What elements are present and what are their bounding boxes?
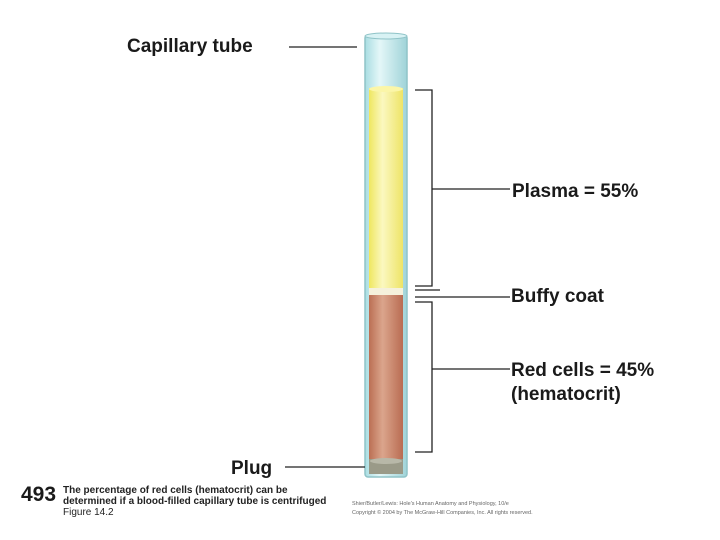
credit-line-1: Shier/Butler/Lewis: Hole's Human Anatomy… <box>352 500 592 509</box>
buffy-coat-layer <box>369 288 403 295</box>
hematocrit-label: (hematocrit) <box>511 384 621 406</box>
plasma-bracket <box>415 90 432 286</box>
plug-top <box>370 458 402 464</box>
figure-number: 493 <box>21 483 56 507</box>
tube-opening <box>365 33 407 39</box>
caption-line-1: The percentage of red cells (hematocrit)… <box>63 485 343 496</box>
red-cells-column <box>369 295 403 459</box>
capillary-tube-label: Capillary tube <box>127 36 253 58</box>
figure-caption: The percentage of red cells (hematocrit)… <box>63 485 343 518</box>
copyright-credit: Shier/Butler/Lewis: Hole's Human Anatomy… <box>352 500 592 518</box>
figure-label: Figure 14.2 <box>63 507 343 518</box>
plasma-column <box>369 88 403 288</box>
plasma-meniscus <box>369 86 403 92</box>
caption-line-2: determined if a blood-filled capillary t… <box>63 496 343 507</box>
plug-label: Plug <box>231 458 272 480</box>
buffy-coat-label: Buffy coat <box>511 286 604 308</box>
credit-line-2: Copyright © 2004 by The McGraw-Hill Comp… <box>352 509 592 518</box>
red-cells-label: Red cells = 45% <box>511 360 654 382</box>
plasma-label: Plasma = 55% <box>512 181 638 203</box>
red-cells-bracket <box>415 302 432 452</box>
